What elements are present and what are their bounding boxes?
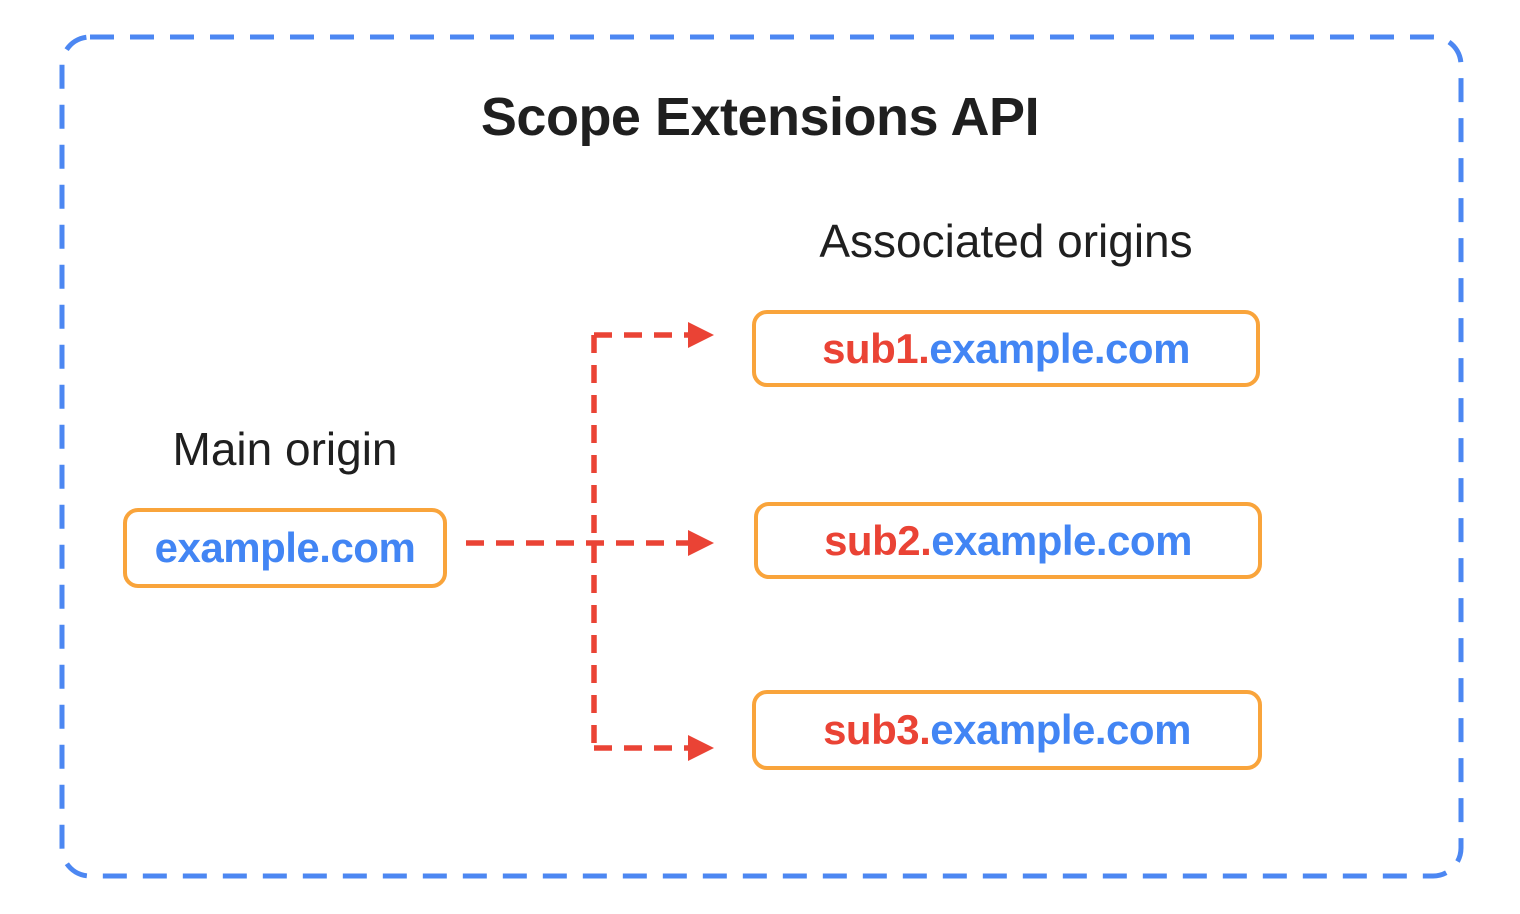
associated-origin-domain-2: sub2.example.com [824,516,1192,564]
domain-suffix-3: example.com [930,706,1191,753]
main-origin-box: example.com [123,508,447,588]
associated-origin-domain-3: sub3.example.com [823,709,1191,751]
subdomain-prefix-3: sub3. [823,706,931,753]
main-origin-label: Main origin [172,423,398,475]
subdomain-prefix-2: sub2. [824,516,932,564]
domain-suffix-1: example.com [929,324,1190,372]
diagram-title: Scope Extensions API [480,87,1040,147]
arrowhead-top-icon [688,322,714,348]
associated-origin-domain-1: sub1.example.com [822,324,1190,372]
subdomain-prefix-1: sub1. [822,324,930,372]
associated-origin-box-1: sub1.example.com [752,310,1260,387]
associated-origins-label: Associated origins [819,215,1193,267]
main-origin-domain: example.com [154,524,416,571]
arrowhead-bottom-icon [688,735,714,761]
associated-origin-box-3: sub3.example.com [752,690,1262,770]
associated-origin-box-2: sub2.example.com [754,502,1262,579]
arrowhead-middle-icon [688,530,714,556]
domain-suffix-2: example.com [931,516,1192,564]
